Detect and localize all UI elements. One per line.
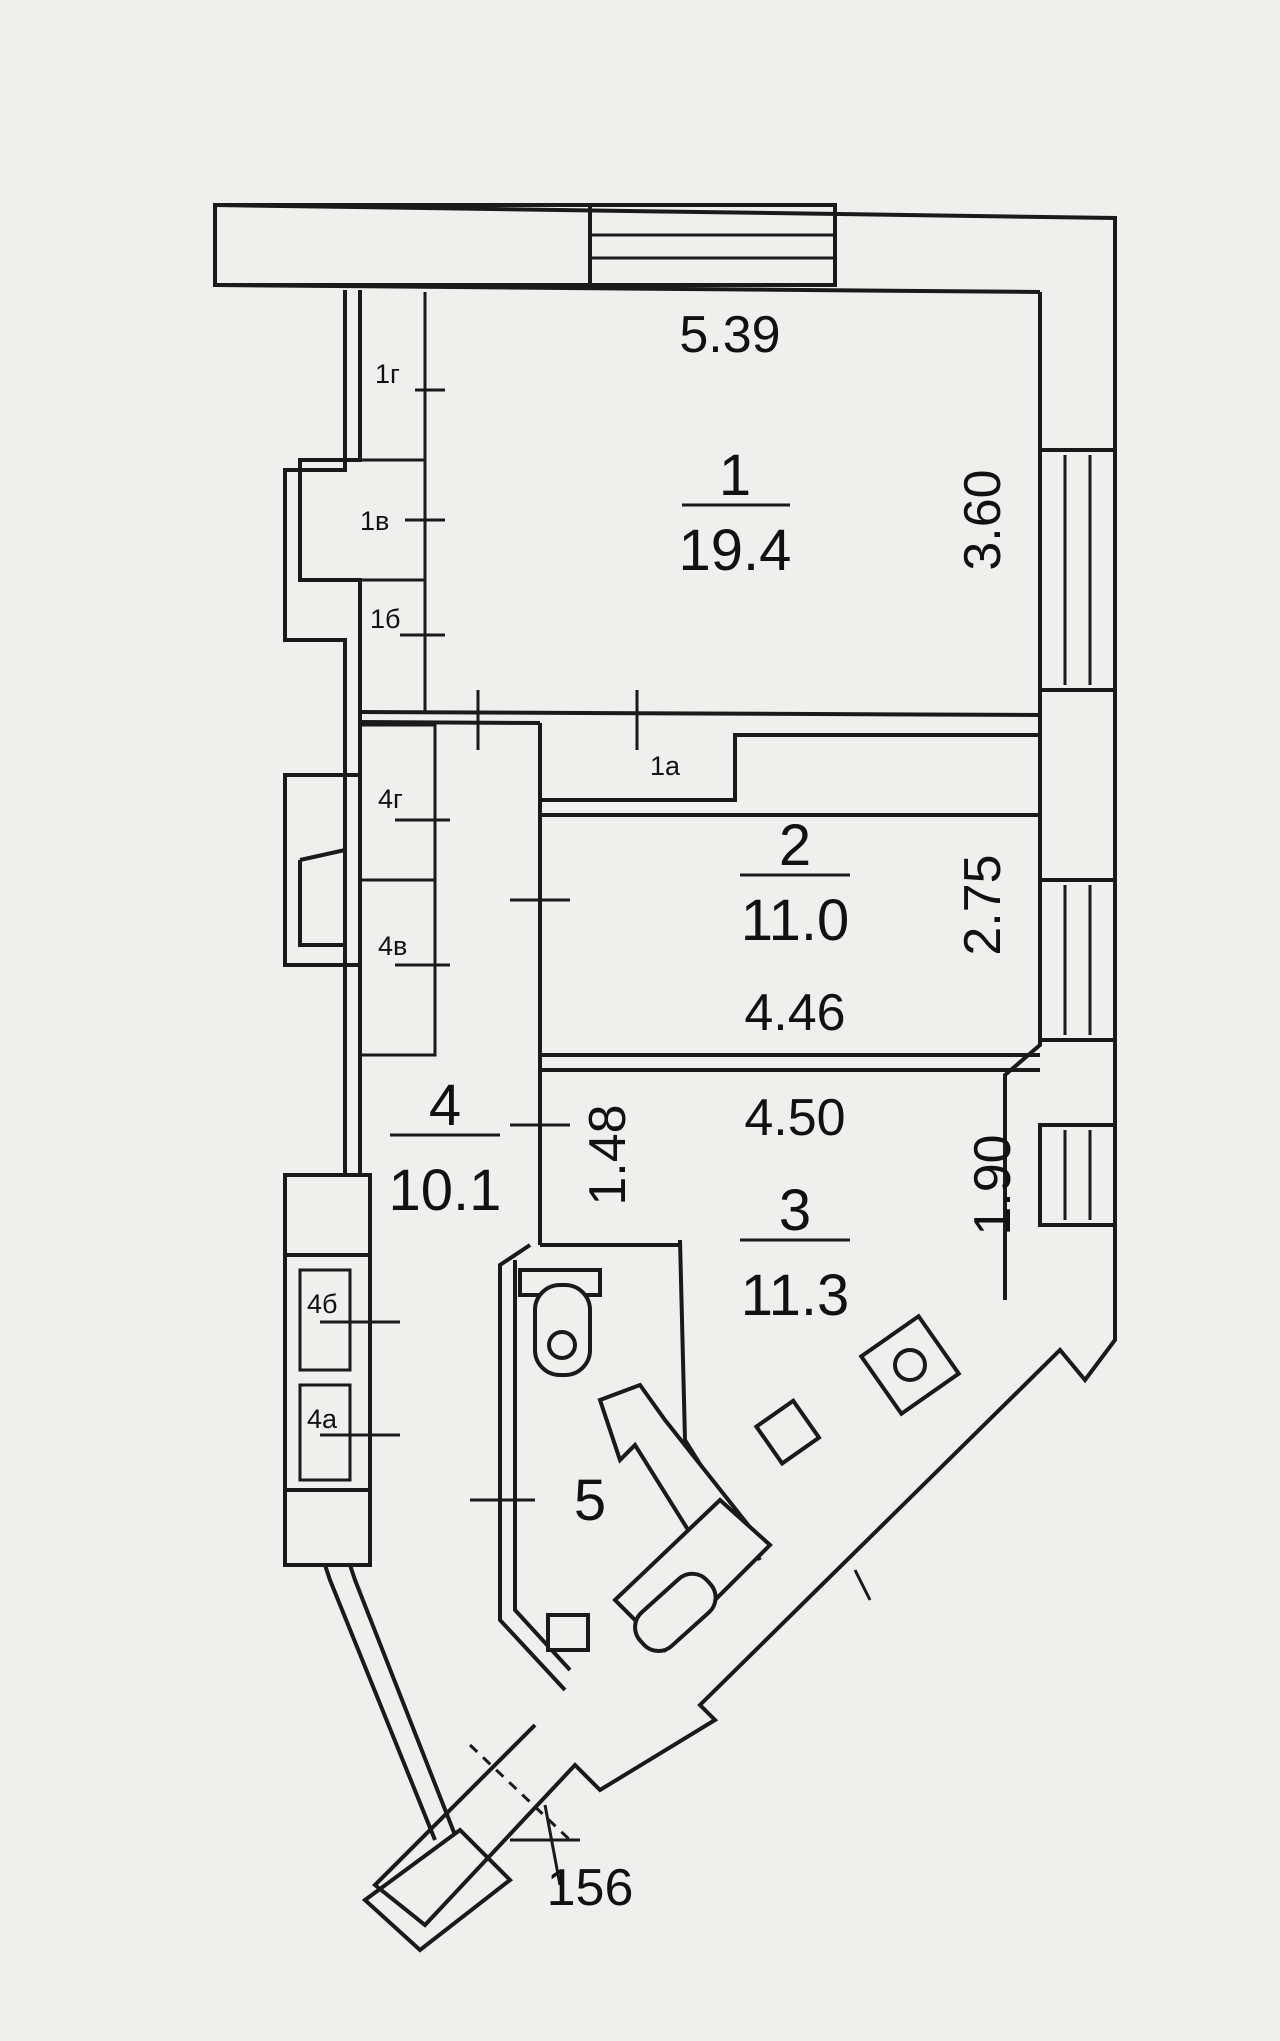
dim-room1-width: 5.39 <box>679 306 780 364</box>
dim-room3-width: 4.50 <box>744 1089 845 1147</box>
stove-icon <box>753 1398 822 1467</box>
svg-text:2: 2 <box>779 813 811 878</box>
svg-text:10.1: 10.1 <box>389 1158 502 1223</box>
svg-text:11.3: 11.3 <box>741 1263 850 1328</box>
svg-text:11.0: 11.0 <box>741 888 850 953</box>
svg-text:3: 3 <box>779 1178 811 1243</box>
svg-text:1: 1 <box>719 443 751 508</box>
dim-room1-depth: 3.60 <box>954 469 1012 570</box>
sub-room-4b: 4б <box>307 1289 337 1319</box>
room-5-label: 5 <box>574 1468 606 1533</box>
room-3-label: 3 11.3 <box>740 1178 850 1328</box>
room-1-label: 1 19.4 <box>679 443 792 583</box>
sub-room-1a: 1а <box>650 751 681 781</box>
svg-text:4: 4 <box>429 1073 461 1138</box>
toilet-icon <box>533 1283 592 1377</box>
sub-room-4v: 4в <box>378 931 407 961</box>
room-2-label: 2 11.0 <box>740 813 850 953</box>
outer-walls <box>213 203 1117 1953</box>
sub-room-1g: 1г <box>375 359 400 389</box>
heater-icon <box>546 1613 590 1652</box>
dim-room2-width: 4.46 <box>744 984 845 1042</box>
svg-text:19.4: 19.4 <box>679 518 792 583</box>
dim-corridor-width: 1.48 <box>579 1104 637 1205</box>
dim-room3-depth: 1.90 <box>964 1134 1022 1235</box>
room-4-label: 4 10.1 <box>389 1073 502 1223</box>
sub-room-1b: 1б <box>370 604 400 634</box>
dim-room2-depth: 2.75 <box>954 854 1012 955</box>
bathroom-fixtures <box>518 1268 962 1653</box>
door-markers <box>320 388 639 1886</box>
sub-room-1v: 1в <box>360 506 389 536</box>
entrance-label: 156 <box>547 1859 634 1917</box>
sub-room-4a: 4а <box>307 1404 338 1434</box>
toilet-tank-icon <box>518 1268 602 1297</box>
sub-room-4g: 4г <box>378 784 403 814</box>
